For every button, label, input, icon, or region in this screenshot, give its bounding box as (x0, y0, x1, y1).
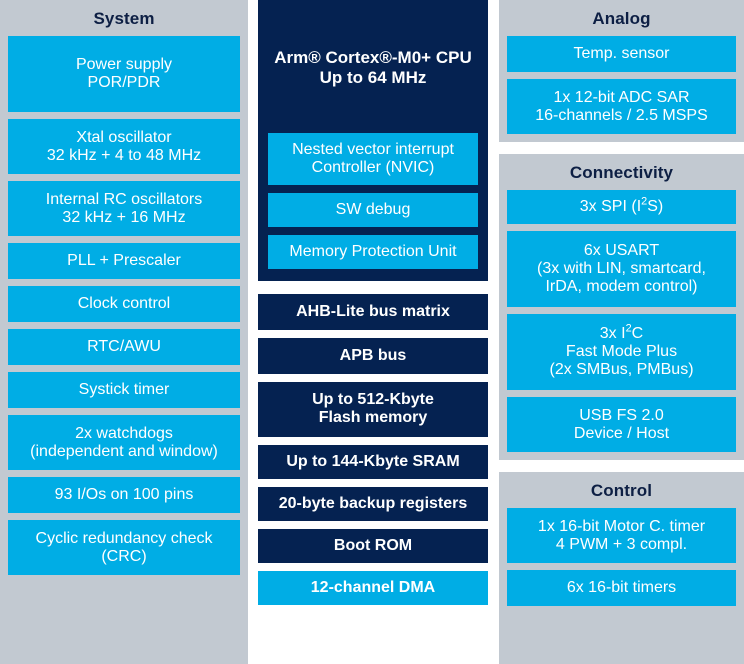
block-ios-label: 93 I/Os on 100 pins (54, 486, 194, 504)
analog-panel-title: Analog (592, 9, 651, 28)
connectivity-panel-title: Connectivity (569, 163, 674, 182)
block-memory-protection-unit-label: Memory Protection Unit (289, 242, 457, 260)
block-boot-rom-label: Boot ROM (333, 536, 413, 554)
bus-memory-stack: AHB-Lite bus matrix APB bus Up to 512-Kb… (258, 281, 488, 664)
block-systick-timer[interactable]: Systick timer (8, 372, 240, 408)
block-pll-prescaler[interactable]: PLL + Prescaler (8, 243, 240, 279)
block-sw-debug[interactable]: SW debug (268, 192, 478, 227)
connectivity-panel: Connectivity 3x SPI (I2S) 6x USART(3x wi… (499, 154, 744, 460)
block-clock-control[interactable]: Clock control (8, 286, 240, 322)
block-ahb-lite-bus-matrix-label: AHB-Lite bus matrix (296, 302, 450, 320)
column-gap-left (248, 0, 258, 664)
block-backup-registers[interactable]: 20-byte backup registers (258, 486, 488, 521)
block-dma[interactable]: 12-channel DMA (258, 570, 488, 605)
block-16bit-timers-label: 6x 16-bit timers (566, 579, 677, 597)
block-ios[interactable]: 93 I/Os on 100 pins (8, 477, 240, 513)
block-rtc-awu-label: RTC/AWU (87, 338, 161, 356)
block-pll-prescaler-label: PLL + Prescaler (67, 252, 181, 270)
block-watchdogs-label: 2x watchdogs(independent and window) (30, 424, 218, 460)
block-boot-rom[interactable]: Boot ROM (258, 528, 488, 563)
block-systick-timer-label: Systick timer (78, 381, 170, 399)
block-usart-label: 6x USART(3x with LIN, smartcard,IrDA, mo… (537, 242, 706, 295)
column-gap-right (488, 0, 499, 664)
block-memory-protection-unit[interactable]: Memory Protection Unit (268, 234, 478, 269)
system-panel-spacer (8, 582, 240, 656)
panel-gap-analog-connectivity (499, 142, 744, 154)
block-dma-label: 12-channel DMA (310, 578, 436, 596)
control-panel-title: Control (590, 481, 653, 500)
block-apb-bus[interactable]: APB bus (258, 337, 488, 374)
block-sw-debug-label: SW debug (335, 200, 411, 218)
block-crc[interactable]: Cyclic redundancy check(CRC) (8, 520, 240, 575)
block-watchdogs[interactable]: 2x watchdogs(independent and window) (8, 415, 240, 470)
block-rtc-awu[interactable]: RTC/AWU (8, 329, 240, 365)
control-panel-spacer (507, 613, 736, 656)
system-panel-title: System (93, 9, 155, 28)
block-spi[interactable]: 3x SPI (I2S) (507, 190, 736, 224)
panel-gap-connectivity-control (499, 460, 744, 472)
block-apb-bus-label: APB bus (339, 346, 407, 364)
block-16bit-timers[interactable]: 6x 16-bit timers (507, 570, 736, 606)
block-temp-sensor-label: Temp. sensor (573, 45, 670, 63)
block-backup-registers-label: 20-byte backup registers (278, 494, 468, 512)
block-sram-label: Up to 144-Kbyte SRAM (286, 452, 460, 470)
block-crc-label: Cyclic redundancy check(CRC) (35, 529, 213, 565)
block-ahb-lite-bus-matrix[interactable]: AHB-Lite bus matrix (258, 293, 488, 330)
block-sram[interactable]: Up to 144-Kbyte SRAM (258, 444, 488, 479)
block-temp-sensor[interactable]: Temp. sensor (507, 36, 736, 72)
block-spi-label: 3x SPI (I2S) (579, 195, 664, 216)
block-usart[interactable]: 6x USART(3x with LIN, smartcard,IrDA, mo… (507, 231, 736, 307)
block-clock-control-label: Clock control (77, 295, 171, 313)
